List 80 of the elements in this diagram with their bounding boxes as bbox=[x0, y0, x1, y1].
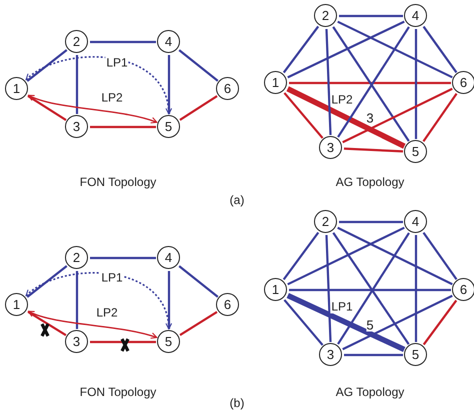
network-node: 6 bbox=[216, 77, 239, 100]
link-line bbox=[178, 49, 219, 82]
link-line bbox=[284, 299, 324, 346]
network-node: 6 bbox=[452, 71, 474, 94]
topology-caption: FON Topology bbox=[80, 176, 156, 188]
edge-label: LP1 bbox=[330, 300, 354, 314]
network-node: 6 bbox=[216, 293, 239, 316]
network-node: 4 bbox=[404, 4, 427, 27]
arrow bbox=[26, 56, 172, 115]
link-line bbox=[344, 148, 404, 152]
link-line bbox=[422, 26, 458, 74]
link-line bbox=[422, 300, 458, 346]
arrow bbox=[28, 310, 158, 340]
link-line bbox=[27, 95, 67, 121]
link-line bbox=[168, 55, 170, 114]
link-line bbox=[282, 232, 320, 280]
link-line bbox=[286, 292, 406, 352]
link-line bbox=[76, 271, 78, 329]
link-line bbox=[325, 234, 332, 342]
link-line bbox=[28, 310, 66, 336]
network-node: 4 bbox=[404, 210, 427, 233]
link-line bbox=[287, 226, 405, 286]
link-line bbox=[289, 288, 451, 292]
link-line bbox=[284, 92, 324, 139]
network-node: 3 bbox=[65, 115, 88, 138]
network-node: 5 bbox=[404, 140, 427, 163]
network-node: 2 bbox=[314, 4, 337, 27]
network-node: 6 bbox=[452, 278, 474, 301]
panel-label: (b) bbox=[230, 397, 244, 409]
link-line bbox=[414, 235, 418, 342]
network-node: 2 bbox=[65, 30, 88, 53]
link-line bbox=[26, 265, 68, 298]
link-line bbox=[289, 82, 451, 84]
link-line bbox=[90, 126, 156, 128]
link-line bbox=[344, 354, 403, 356]
arrow bbox=[28, 94, 158, 124]
link-line bbox=[339, 220, 403, 224]
network-node: 2 bbox=[65, 246, 88, 269]
link-line bbox=[76, 55, 78, 114]
network-node: 1 bbox=[5, 77, 28, 100]
link-line bbox=[26, 49, 68, 82]
link-line bbox=[342, 294, 453, 350]
network-node: 2 bbox=[314, 210, 337, 233]
link-line bbox=[179, 310, 218, 336]
link-line bbox=[286, 86, 406, 149]
network-node: 4 bbox=[157, 246, 180, 269]
network-node: 5 bbox=[404, 343, 427, 366]
link-line bbox=[422, 232, 458, 280]
link-line bbox=[337, 20, 453, 78]
link-line bbox=[90, 340, 156, 344]
topology-caption: AG Topology bbox=[336, 386, 404, 398]
link-line bbox=[178, 265, 219, 298]
link-line bbox=[90, 40, 156, 44]
link-line bbox=[342, 88, 453, 144]
topology-caption: FON Topology bbox=[80, 386, 156, 398]
network-node: 3 bbox=[319, 136, 342, 159]
link-line bbox=[90, 256, 156, 260]
network-node: 4 bbox=[157, 30, 180, 53]
link-line bbox=[339, 14, 403, 18]
edge-weight: 3 bbox=[366, 112, 374, 124]
network-node: 3 bbox=[319, 343, 342, 366]
network-node: 1 bbox=[264, 71, 287, 94]
arrow bbox=[26, 272, 172, 330]
edge-weight: 5 bbox=[366, 318, 374, 332]
network-node: 3 bbox=[65, 330, 88, 353]
link-line bbox=[282, 26, 320, 74]
link-line bbox=[414, 29, 418, 139]
network-node: 1 bbox=[264, 278, 287, 301]
network-node: 1 bbox=[5, 293, 28, 316]
link-line bbox=[287, 20, 405, 78]
link-line bbox=[179, 95, 218, 121]
link-line bbox=[168, 271, 170, 329]
edge-label: LP2 bbox=[330, 93, 354, 107]
panel-label: (a) bbox=[230, 194, 244, 206]
link-line bbox=[325, 28, 332, 136]
link-line bbox=[337, 226, 453, 286]
topology-caption: AG Topology bbox=[336, 176, 404, 188]
network-node: 5 bbox=[157, 115, 180, 138]
link-line bbox=[422, 93, 458, 142]
network-node: 5 bbox=[157, 330, 180, 353]
